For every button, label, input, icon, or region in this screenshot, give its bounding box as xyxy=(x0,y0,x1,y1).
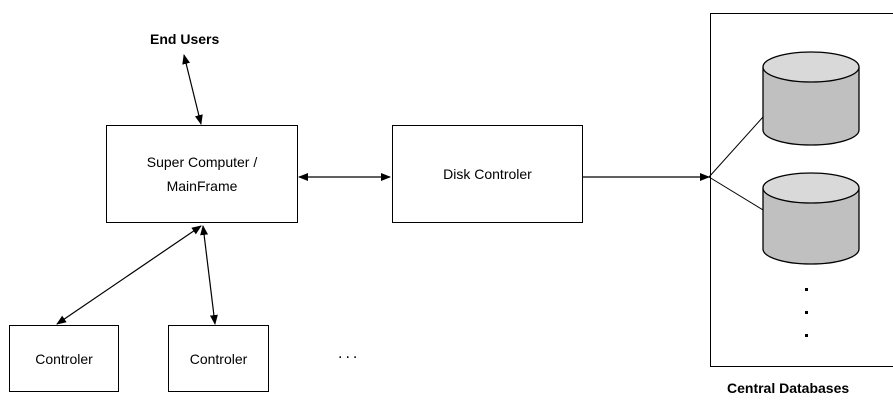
central-databases-label: Central Databases xyxy=(727,380,850,396)
end-users-label: End Users xyxy=(150,31,220,47)
controller-label: Controler xyxy=(35,350,93,367)
database-cylinder-icon xyxy=(762,172,860,265)
fanout-line-lower xyxy=(708,176,764,211)
more-controllers-ellipsis: ... xyxy=(338,345,361,362)
mainframe-box: Super Computer / MainFrame xyxy=(106,125,298,223)
disk-controller-label: Disk Controler xyxy=(443,166,532,182)
controller-label: Controler xyxy=(189,350,248,367)
database-cylinder-icon xyxy=(762,51,860,146)
more-databases-dot xyxy=(805,311,808,314)
mainframe-label: Super Computer / MainFrame xyxy=(147,150,258,198)
controller1-connector xyxy=(56,225,202,325)
fanout-line-upper xyxy=(708,116,764,178)
more-databases-dot xyxy=(805,334,808,337)
controller2-connector xyxy=(200,225,218,325)
end-users-connector xyxy=(182,54,203,125)
disk-controller-box: Disk Controler xyxy=(392,125,583,223)
mainframe-label-line-2: MainFrame xyxy=(166,178,238,194)
controller-box: Controler xyxy=(9,325,119,392)
mainframe-label-line-1: Super Computer / xyxy=(146,154,258,170)
more-databases-dot xyxy=(805,288,808,291)
controller-box: Controler xyxy=(168,325,269,392)
